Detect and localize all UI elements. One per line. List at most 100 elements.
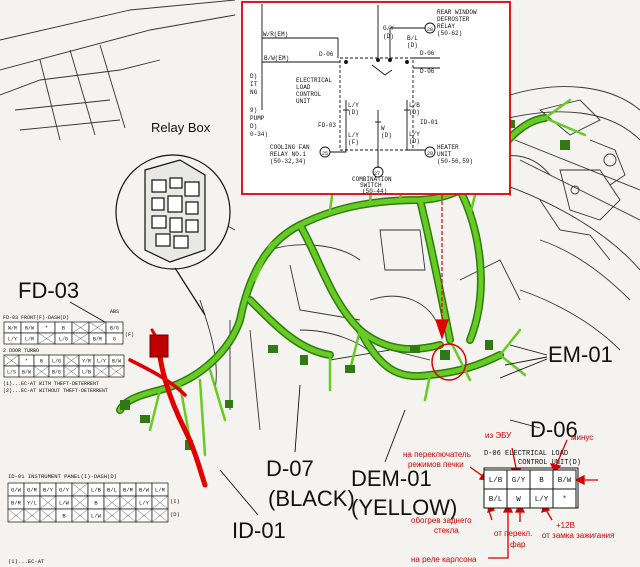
schematic-wire-ly-right-conn: (D) <box>409 138 420 145</box>
id01-legend: ID-01 INSTRUMENT PANEL(I)-DASH(D) (I) (D… <box>8 473 180 565</box>
fd03-front-empty-pin <box>37 332 56 345</box>
schematic-conn-fd03: FD-03 <box>318 122 336 129</box>
id01-connector-empty-pin <box>39 508 57 523</box>
id01-connector-empty-pin <box>71 508 89 523</box>
fd03-front-pin-label: B/G <box>110 325 119 331</box>
id01-tag2: (D) <box>170 511 180 518</box>
id01-connector-pin-label: L/R <box>155 486 166 493</box>
fd03-turbo-empty-pin <box>63 354 80 367</box>
annotation-headlight-1: от перекл. <box>494 529 532 538</box>
callout-dem01: DEM-01 <box>351 466 432 491</box>
id01-connector-pin-label: B/R <box>11 499 22 506</box>
id01-connector-empty-pin <box>23 508 41 523</box>
d06-connector-pin-label: B/W <box>558 477 572 485</box>
fd03-front-empty-pin <box>88 321 107 334</box>
callout-id01: ID-01 <box>232 518 286 543</box>
schematic-label-034: 0-34) <box>250 131 268 138</box>
id01-connector-pin-label: B/R <box>123 486 134 493</box>
fd03-turbo-empty-pin <box>33 365 50 378</box>
relay-ref: (50-62) <box>437 30 462 37</box>
annotation-rear-defrost-1: обогрев заднего <box>411 516 472 525</box>
schematic-wire-lb-conn: (D) <box>409 109 420 116</box>
schematic-wiring <box>261 4 440 178</box>
fd03-note2: (2)...EC-AT WITHOUT THEFT-DETERRENT <box>3 388 108 394</box>
fd03-door: 2 DOOR TURBO <box>3 348 39 354</box>
schematic-wire-gy: G/Y <box>383 25 394 32</box>
callout-d07: D-07 <box>266 456 314 481</box>
cooling-number: 25 <box>322 151 328 157</box>
fd03-front-pin-label: L/G <box>59 336 68 342</box>
id01-connector-empty-pin <box>103 508 121 523</box>
fd03-title: FD-03 FRONT(F)-DASH(D) <box>3 315 69 321</box>
fd03-turbo-pin-label: B <box>40 358 43 364</box>
schematic-label-d: D) <box>250 73 257 80</box>
annotation-rear-defrost-2: стекла <box>434 526 459 535</box>
callout-em01: EM-01 <box>548 342 613 367</box>
callout-dem01-color: (YELLOW) <box>351 495 457 520</box>
fd03-f-tag: (F) <box>125 332 134 338</box>
russian-annotations: из ЭБУ минус на переключатель режимов пе… <box>403 431 614 564</box>
schematic-label-d06: D-06 <box>319 51 334 58</box>
relay-box-callout <box>115 154 231 316</box>
fd03-turbo-empty-pin <box>108 365 125 378</box>
d06-connector-pin-label: B <box>539 477 544 485</box>
id01-tag1: (I) <box>170 498 180 505</box>
schematic-wire-ly-f-conn: (F) <box>348 139 359 146</box>
heater-label-3: (50-56,59) <box>437 158 473 165</box>
heater-label-1: HEATER <box>437 144 459 151</box>
fd03-turbo-pin-label: L/Y <box>97 358 106 364</box>
id01-footer: (1)...EC-AT <box>8 558 45 565</box>
fd03-turbo-pin-label: L/S <box>7 369 16 375</box>
schematic-label-wr: W/R(EM) <box>263 31 288 38</box>
id01-connector-pin-label: L/B <box>91 486 102 493</box>
id01-connector-pin-label: G/W <box>11 486 22 493</box>
fd03-legend: FD-03 FRONT(F)-DASH(D) ABS (F) 2 DOOR TU… <box>3 309 134 394</box>
id01-connector-pin-label: L/Y <box>139 499 150 506</box>
fd03-turbo-pin-label: Y/R <box>82 358 91 364</box>
schematic-wire-gy-conn: (D) <box>383 33 394 40</box>
annotation-ignition-2: от замка зажигания <box>542 531 614 540</box>
id01-connector-empty-pin <box>39 495 57 510</box>
schematic-box <box>241 1 511 195</box>
schematic-wire-w-conn: (D) <box>381 132 392 139</box>
schematic-conn-right: D-06 <box>420 50 435 57</box>
id01-connector-pin-label: B/Y <box>43 486 54 493</box>
id01-connector-empty-pin <box>151 508 169 523</box>
id01-connector-empty-pin <box>71 482 89 497</box>
unit-label-3: CONTROL <box>296 91 322 98</box>
relay-label-2: DEFROSTER <box>437 16 470 23</box>
unit-label-1: ELECTRICAL <box>296 77 332 84</box>
schematic-wire-w: W <box>381 125 385 132</box>
fd03-turbo-empty-pin <box>3 354 20 367</box>
id01-connector-empty-pin <box>7 508 25 523</box>
schematic-wire-ly-right: L/Y <box>409 131 420 138</box>
fd03-turbo-empty-pin <box>93 365 110 378</box>
schematic-label-pump: PUMP <box>250 115 265 122</box>
schematic-wire-bl-conn: (D) <box>407 42 418 49</box>
schematic-wire-bl: B/L <box>407 35 418 42</box>
fd03-note1: (1)...EC-AT WITH THEFT-DETERRENT <box>3 381 99 387</box>
fd03-front-pin-label: W/R <box>8 325 17 331</box>
annotation-heater-switch-1: на переключатель <box>403 450 471 459</box>
schematic-label-d2: D) <box>250 123 257 130</box>
annotation-headlight-2: фар <box>510 540 526 549</box>
relay-box-label: Relay Box <box>151 120 211 135</box>
schematic-labels: W/R(EM) B/W(EM) D-06 D) IT NG 9) PUMP D)… <box>250 9 477 195</box>
d06-connector-pin-label: L/Y <box>535 496 549 504</box>
schematic-label-9: 9) <box>250 107 257 114</box>
combo-label-2: SWITCH <box>360 182 382 189</box>
combo-label-3: (50-44) <box>362 188 387 195</box>
d06-connector-pin-label: B/L <box>489 496 503 504</box>
fd03-turbo-pin-label: B/W <box>22 369 31 375</box>
schematic-wire-ly-left-conn: (D) <box>348 109 359 116</box>
heater-label-2: UNIT <box>437 151 452 158</box>
schematic-wire-ly-f: L/Y <box>348 132 359 139</box>
heater-number: 29 <box>427 151 433 157</box>
fd03-front-pin <box>105 332 124 345</box>
fd03-turbo-pin-label: L/B <box>82 369 91 375</box>
d06-header-2: CONTROL UNIT(D) <box>518 459 581 467</box>
id01-connector-pin-label: L/W <box>59 499 70 506</box>
